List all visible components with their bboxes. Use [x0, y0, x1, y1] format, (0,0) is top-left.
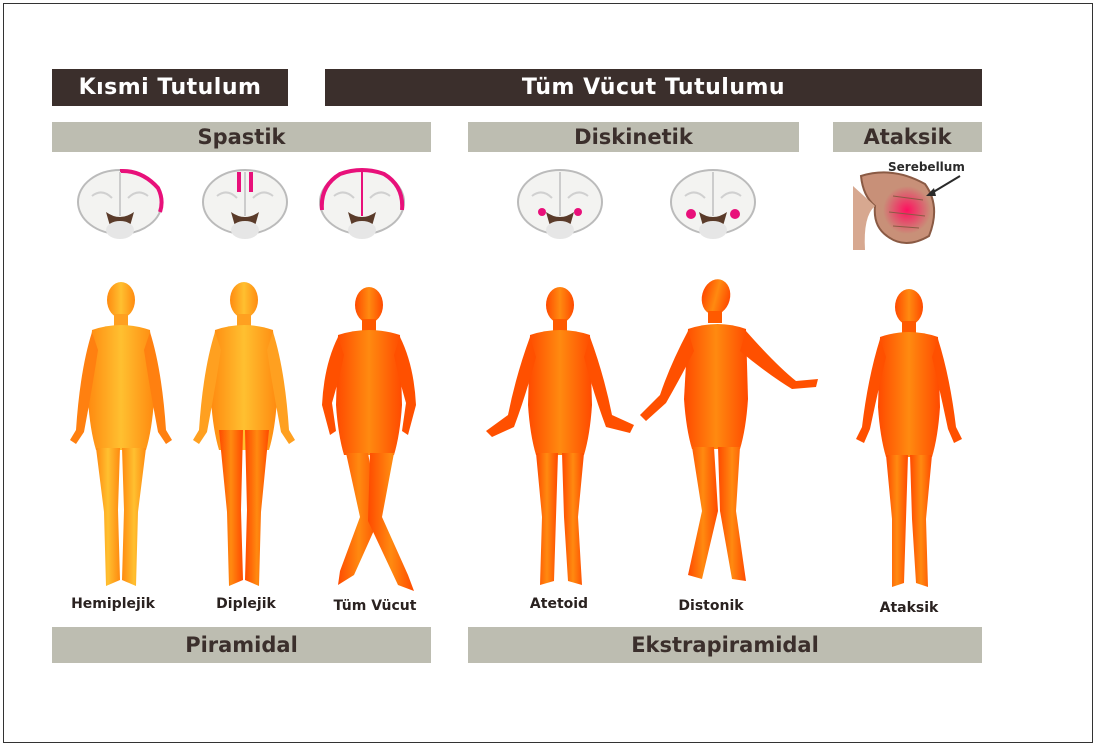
human-figure-ataxic-icon [854, 287, 964, 599]
figure-label-ataxic: Ataksik [844, 600, 974, 616]
human-figure-athetoid-icon [482, 285, 638, 601]
extrapyramidal-label: Ekstrapiramidal [631, 633, 819, 657]
ataxic-label: Ataksik [863, 125, 951, 149]
human-figure-dystonic-icon [636, 275, 822, 595]
figure-label-diplegic: Diplejik [181, 596, 311, 612]
whole-body-involvement-header: Tüm Vücut Tutulumu [325, 69, 982, 106]
partial-involvement-label: Kısmi Tutulum [79, 75, 262, 100]
spastic-header: Spastik [52, 122, 431, 152]
human-figure-diplegic-icon [185, 280, 303, 596]
brain-basal-ganglia-1-icon [512, 166, 608, 242]
figure-label-hemiplegic: Hemiplejik [48, 596, 178, 612]
brain-cortex-total-icon [314, 166, 410, 242]
brain-cortex-hemi-icon [72, 166, 168, 242]
spastic-label: Spastik [197, 125, 285, 149]
pyramidal-label: Piramidal [185, 633, 298, 657]
figure-label-dystonic: Distonik [646, 598, 776, 614]
human-figure-whole-body-icon [310, 285, 428, 601]
brain-basal-ganglia-2-icon [665, 166, 761, 242]
ataxic-header: Ataksik [833, 122, 982, 152]
dyskinetic-header: Diskinetik [468, 122, 799, 152]
cerebellum-pointer-arrow-icon [924, 172, 964, 198]
figure-label-athetoid: Atetoid [494, 596, 624, 612]
brain-cortex-di-icon [197, 166, 293, 242]
human-figure-hemiplegic-icon [62, 280, 180, 596]
figure-label-whole-body: Tüm Vücut [310, 598, 440, 614]
extrapyramidal-footer: Ekstrapiramidal [468, 627, 982, 663]
whole-body-involvement-label: Tüm Vücut Tutulumu [522, 75, 785, 100]
pyramidal-footer: Piramidal [52, 627, 431, 663]
dyskinetic-label: Diskinetik [574, 125, 693, 149]
partial-involvement-header: Kısmi Tutulum [52, 69, 288, 106]
